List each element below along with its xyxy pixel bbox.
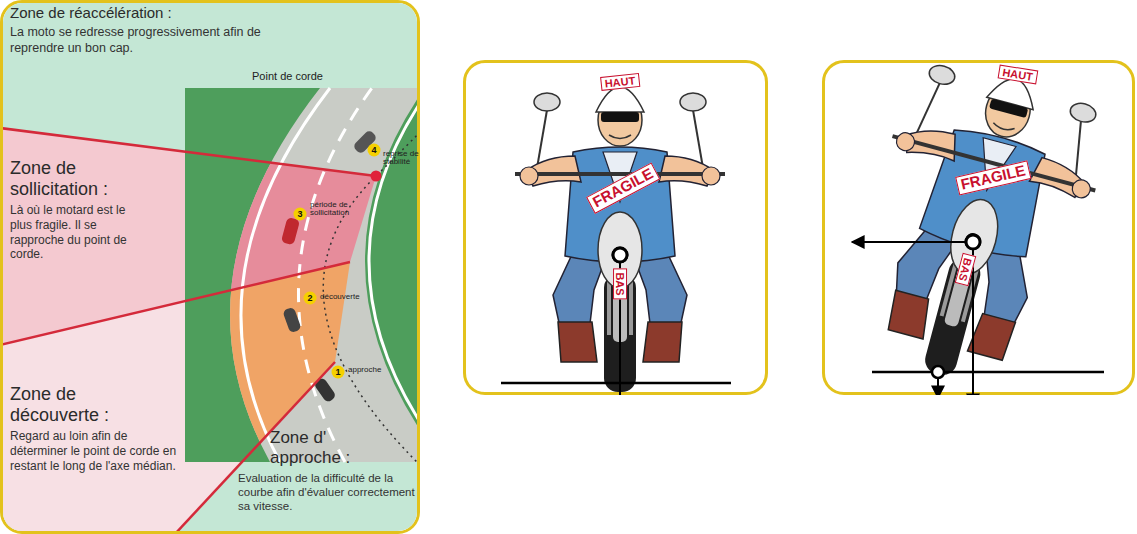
- fragile-tag: FRAGILE: [586, 162, 660, 213]
- leaning-rider-illustration: [822, 60, 1135, 395]
- low-tag: BAS: [613, 268, 627, 299]
- zone-text: Zone d' approche : Evaluation de la diffi…: [238, 428, 420, 513]
- height-tag: HAUT: [600, 73, 640, 91]
- zone-text: Zone de découverte :Regard au loin afin …: [10, 384, 200, 473]
- stage-label: période de sollicitation: [310, 201, 372, 218]
- callout-number: 2: [307, 293, 312, 303]
- callout-number: 3: [297, 209, 302, 219]
- upright-rider-illustration: [463, 60, 768, 395]
- point-label: Point de corde: [252, 70, 323, 82]
- rider-panel: HAUT FRAGILE BAS: [822, 60, 1135, 395]
- zone-heading: Zone de sollicitation :: [10, 158, 150, 199]
- stage-label: reprise de stabilité: [383, 150, 421, 167]
- zone-text: Zone de sollicitation :Là où le motard e…: [10, 158, 160, 262]
- fragile-tag: FRAGILE: [955, 160, 1031, 195]
- rider-tags: HAUT FRAGILE BAS: [463, 60, 777, 400]
- rider-panel: HAUT FRAGILE BAS: [463, 60, 768, 395]
- callout-number: 1: [335, 367, 340, 377]
- low-tag: BAS: [955, 253, 977, 287]
- stage-label: approche: [348, 366, 398, 374]
- zone-text: Zone de réaccélération : La moto se redre…: [10, 4, 310, 56]
- zone-heading: Zone de réaccélération :: [10, 4, 300, 21]
- stage-label: découverte: [320, 293, 380, 301]
- panel-area: HAUT FRAGILE BAS: [463, 60, 768, 395]
- zone-description: Regard au loin afin de déterminer le poi…: [10, 429, 188, 473]
- zone-description: Evaluation de la difficulté de la courbe…: [238, 471, 416, 513]
- zone-heading: Zone d' approche :: [270, 428, 390, 467]
- rider-tags: HAUT FRAGILE BAS: [784, 13, 1137, 423]
- zone-heading: Zone de découverte :: [10, 384, 160, 425]
- zone-description: La moto se redresse progressivement afin…: [10, 25, 290, 56]
- callout-number: 4: [371, 145, 376, 155]
- height-tag: HAUT: [998, 65, 1038, 85]
- zone-description: Là où le motard est le plus fragile. Il …: [10, 203, 132, 262]
- panel-area: HAUT FRAGILE BAS: [822, 60, 1135, 395]
